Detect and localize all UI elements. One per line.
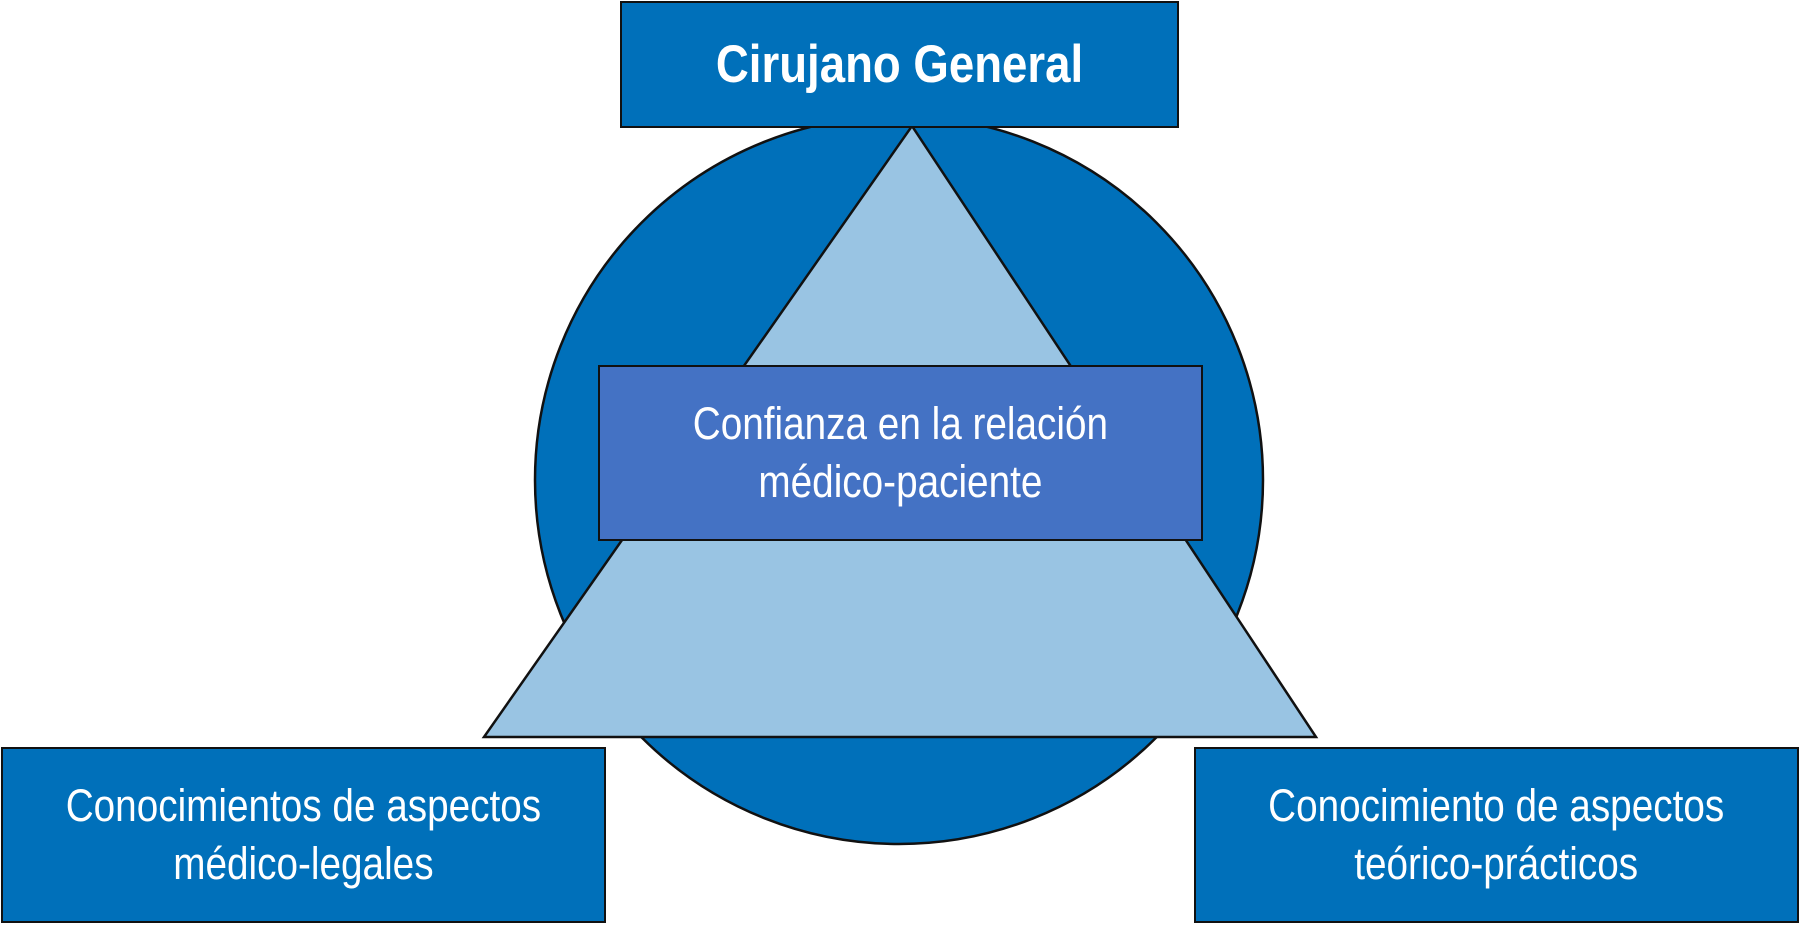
right-label: Conocimiento de aspectos teórico-práctic…: [1231, 777, 1761, 894]
left-box-medico-legales: Conocimientos de aspectos médico-legales: [1, 747, 606, 923]
right-label-line-1: Conocimiento de aspectos: [1268, 779, 1725, 831]
left-label-line-2: médico-legales: [173, 838, 434, 889]
right-label-line-2: teórico-prácticos: [1354, 838, 1639, 889]
left-label-line-1: Conocimientos de aspectos: [65, 779, 542, 831]
title-box-cirujano-general: Cirujano General: [620, 1, 1179, 128]
center-box-confianza: Confianza en la relación médico-paciente: [598, 365, 1203, 541]
center-label: Confianza en la relación médico-paciente: [659, 395, 1142, 512]
center-label-line-1: Confianza en la relación: [692, 397, 1109, 449]
right-box-teorico-practicos: Conocimiento de aspectos teórico-práctic…: [1194, 747, 1799, 923]
title-text: Cirujano General: [715, 34, 1084, 94]
center-label-line-2: médico-paciente: [758, 456, 1043, 507]
left-label: Conocimientos de aspectos médico-legales: [27, 777, 580, 894]
